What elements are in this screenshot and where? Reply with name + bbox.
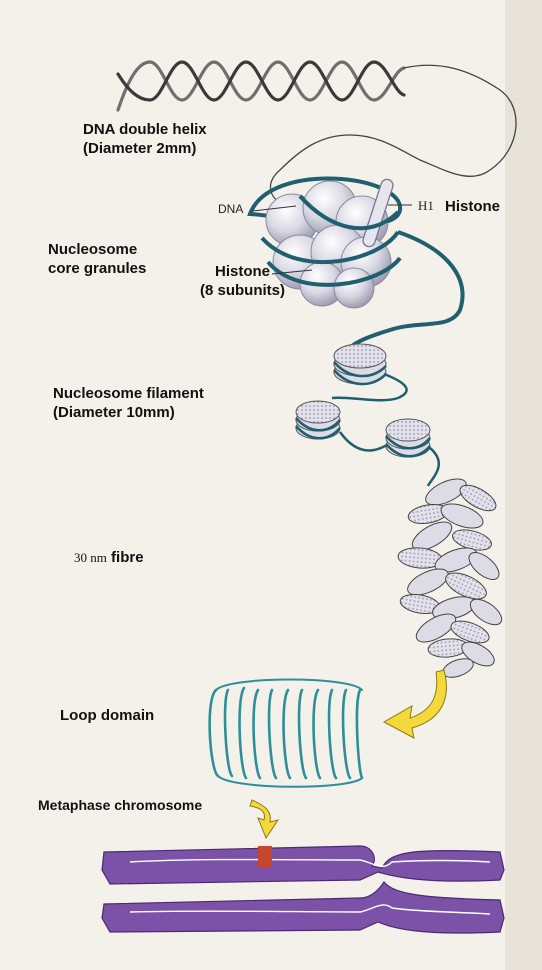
fibre-number: 30 nm [74, 550, 107, 565]
down-arrow-icon [250, 800, 278, 838]
filament-line1: Nucleosome filament [53, 384, 204, 403]
nucleosome-core-line2: core granules [48, 259, 146, 278]
fibre-label: 30 nm fibre [74, 548, 144, 567]
nucleosome-core-line1: Nucleosome [48, 240, 146, 259]
nucleosome-bead [296, 401, 340, 439]
loop-domain [210, 680, 362, 787]
centromere-band [258, 846, 272, 868]
metaphase-chromosome [102, 846, 504, 933]
dna-tag: DNA [218, 202, 243, 216]
histone-label: Histone [445, 197, 500, 216]
loop-domain-label: Loop domain [60, 706, 154, 725]
nucleosome-bead [334, 344, 386, 384]
dna-helix-diameter: (Diameter 2mm) [83, 139, 207, 158]
chromatin-fibre [397, 474, 506, 681]
nucleosome-filament [296, 344, 439, 486]
fibre-word: fibre [111, 549, 144, 566]
nucleosome-bead [386, 419, 430, 457]
nucleosome-core-label: Nucleosome core granules [48, 240, 146, 278]
histone-sub-line1: Histone [200, 262, 285, 281]
dna-helix-label: DNA double helix (Diameter 2mm) [83, 120, 207, 158]
dna-helix-title: DNA double helix [83, 120, 207, 139]
histone-sub-line2: (8 subunits) [200, 281, 285, 300]
histone-subunits-label: Histone (8 subunits) [200, 262, 285, 300]
nucleosome-filament-label: Nucleosome filament (Diameter 10mm) [53, 384, 204, 422]
down-arrow-icon [384, 670, 446, 738]
h1-tag: H1 [418, 198, 434, 214]
metaphase-label: Metaphase chromosome [38, 796, 202, 815]
filament-line2: (Diameter 10mm) [53, 403, 204, 422]
